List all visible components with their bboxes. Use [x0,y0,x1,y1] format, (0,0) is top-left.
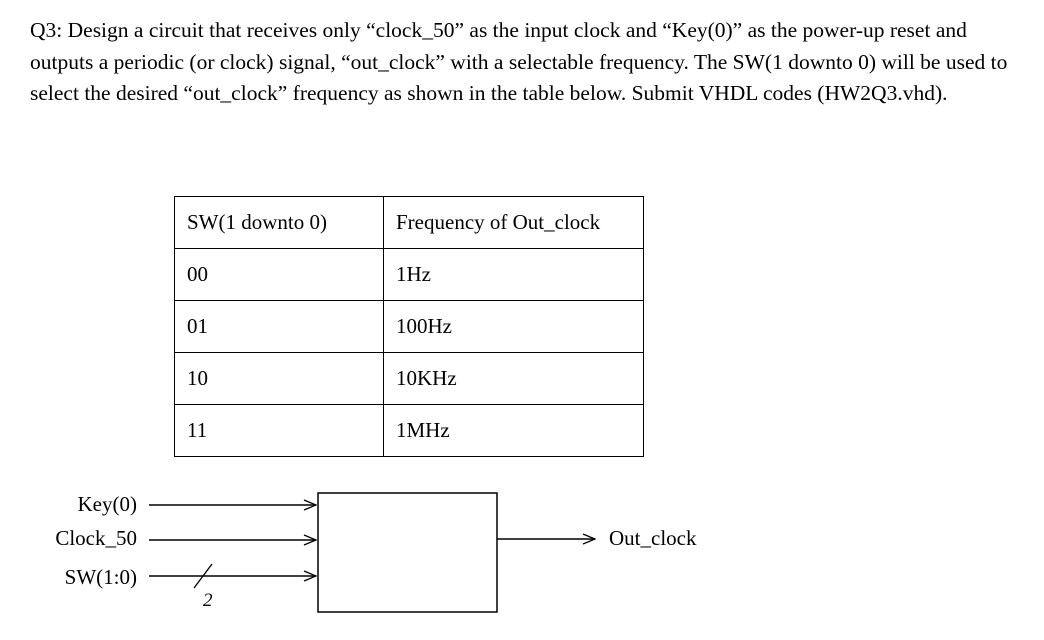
header-sw: SW(1 downto 0) [174,196,384,249]
sw-cell: 01 [174,300,384,353]
question-text: Q3: Design a circuit that receives only … [30,18,1008,105]
input-label-key: Key(0) [78,492,137,516]
table-row: 01 100Hz [174,300,644,353]
bus-slash-mark [193,563,213,589]
table-row: 10 10KHz [174,352,644,405]
header-frequency: Frequency of Out_clock [383,196,644,249]
circuit-block [317,492,498,613]
sw-cell: 00 [174,248,384,301]
frequency-cell: 100Hz [383,300,644,353]
table-row: 11 1MHz [174,404,644,457]
table-header-row: SW(1 downto 0) Frequency of Out_clock [174,196,644,249]
bus-width-label: 2 [203,590,213,611]
frequency-cell: 1MHz [383,404,644,457]
output-label: Out_clock [609,526,697,550]
input-label-clock: Clock_50 [55,526,137,550]
input-label-sw: SW(1:0) [65,565,137,589]
table-row: 00 1Hz [174,248,644,301]
frequency-table: SW(1 downto 0) Frequency of Out_clock 00… [174,196,644,457]
sw-cell: 10 [174,352,384,405]
frequency-cell: 1Hz [383,248,644,301]
sw-cell: 11 [174,404,384,457]
block-diagram: Key(0) Clock_50 SW(1:0) 2 Out_clock [55,492,697,613]
frequency-cell: 10KHz [383,352,644,405]
